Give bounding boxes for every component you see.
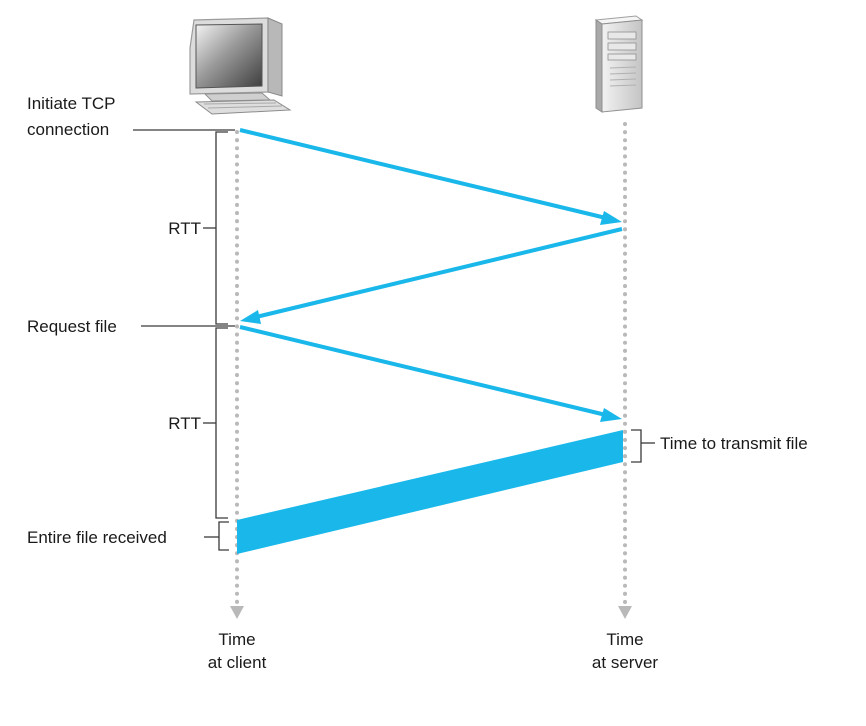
client-timeline (230, 130, 244, 619)
tcp-syn-arrow (239, 128, 622, 225)
received-bracket (218, 521, 229, 551)
entire-file-received-label: Entire file received (27, 528, 167, 547)
desktop-computer-icon (189, 17, 292, 115)
client-time-label-line1: Time (218, 630, 255, 649)
tcp-synack-arrow (240, 227, 623, 324)
transmit-bracket (631, 429, 642, 463)
http-request-arrow (239, 325, 622, 422)
file-transmission-band (237, 430, 623, 554)
rtt-first-label: RTT (168, 219, 201, 238)
server-time-label-line1: Time (606, 630, 643, 649)
server-timeline (618, 122, 632, 619)
rtt-first-bracket (215, 131, 228, 325)
request-file-label: Request file (27, 317, 117, 336)
initiate-label-line2: connection (27, 120, 109, 139)
rtt-second-bracket (215, 327, 228, 519)
rtt-second-label: RTT (168, 414, 201, 433)
server-time-label-line2: at server (592, 653, 658, 672)
initiate-label-line1: Initiate TCP (27, 94, 116, 113)
server-tower-icon (594, 15, 644, 113)
client-time-label-line2: at client (208, 653, 267, 672)
time-to-transmit-label: Time to transmit file (660, 434, 808, 453)
